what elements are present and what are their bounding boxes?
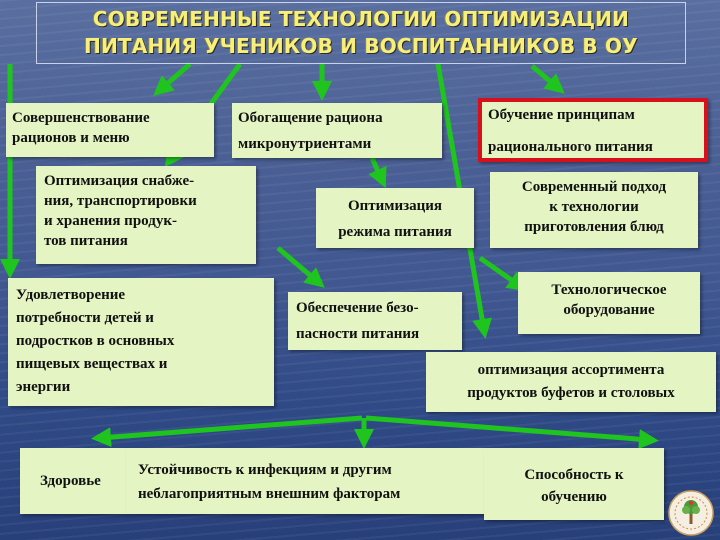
box-modern-line-2: к технологии — [549, 199, 639, 215]
box-modern-approach: Современный подход к технологии приготов… — [490, 172, 698, 248]
box-resistance-line-2: неблагоприятным внешним факторам — [138, 486, 401, 502]
arrow-title-to-menu — [153, 62, 192, 96]
box-needs-line-2: потребности детей и — [16, 310, 154, 326]
box-infection-resistance: Устойчивость к инфекциям и другим неблаг… — [126, 448, 484, 514]
box-assortment-line-1: оптимизация ассортимента — [477, 362, 665, 378]
school-logo-icon — [668, 490, 714, 536]
box-menu-improvement: Совершенствование рационов и меню — [6, 103, 214, 157]
box-health: Здоровье — [20, 448, 126, 514]
box-needs-line-5: энергии — [16, 379, 71, 395]
page-title: СОВРЕМЕННЫЕ ТЕХНОЛОГИИ ОПТИМИЗАЦИИ ПИТАН… — [36, 2, 686, 64]
box-needs-satisfaction: Удовлетворение потребности детей и подро… — [8, 278, 274, 406]
box-supply-line-4: тов питания — [44, 233, 128, 249]
box-learning-line-1: Способность к — [524, 467, 624, 483]
arrow-supply-to-safety — [276, 246, 325, 288]
box-principles-line-2: рационального питания — [488, 139, 653, 155]
arrow-bottom-right — [365, 415, 659, 450]
title-line-2: ПИТАНИЯ УЧЕНИКОВ И ВОСПИТАННИКОВ В ОУ — [84, 34, 638, 58]
box-principles-line-1: Обучение принципам — [488, 107, 635, 123]
box-regime-line-1: Оптимизация — [347, 198, 443, 214]
box-food-safety: Обеспечение безо- пасности питания — [288, 292, 462, 350]
box-menu-line-2: рационов и меню — [12, 130, 130, 146]
box-supply-line-3: и хранения продук- — [44, 213, 177, 229]
box-needs-line-4: пищевых веществах и — [16, 356, 168, 372]
box-micro-line-2: микронутриентами — [238, 136, 372, 152]
arrow-micro-to-regime — [368, 156, 387, 189]
box-modern-line-1: Современный подход — [521, 179, 667, 195]
box-supply-optimization: Оптимизация снабже- ния, транспортировки… — [36, 166, 256, 264]
box-supply-line-1: Оптимизация снабже- — [44, 173, 195, 189]
box-safety-line-2: пасности питания — [296, 326, 420, 342]
box-safety-line-1: Обеспечение безо- — [296, 300, 419, 316]
arrow-bottom-left — [91, 415, 363, 448]
box-health-text: Здоровье — [40, 473, 101, 489]
arrow-title-to-principles — [530, 64, 565, 94]
box-supply-line-2: ния, транспортировки — [44, 193, 197, 209]
box-resistance-line-1: Устойчивость к инфекциям и другим — [138, 462, 392, 478]
box-equipment-line-1: Технологическое — [551, 282, 667, 298]
box-learning-line-2: обучению — [541, 489, 607, 505]
box-equipment-line-2: оборудование — [563, 302, 655, 318]
box-tech-equipment: Технологическое оборудование — [518, 272, 700, 334]
box-nutrition-principles: Обучение принципам рационального питания — [478, 98, 708, 162]
title-line-1: СОВРЕМЕННЫЕ ТЕХНОЛОГИИ ОПТИМИЗАЦИИ — [92, 7, 630, 31]
box-learning-ability: Способность к обучению — [484, 448, 664, 520]
box-assortment-line-2: продуктов буфетов и столовых — [467, 385, 675, 401]
box-needs-line-1: Удовлетворение — [16, 287, 126, 303]
arrow-regime-to-equipment — [478, 255, 528, 292]
box-menu-line-1: Совершенствование — [12, 110, 150, 126]
box-assortment: оптимизация ассортимента продуктов буфет… — [426, 352, 716, 412]
box-micronutrients: Обогащение рациона микронутриентами — [232, 103, 442, 158]
box-needs-line-3: подростков в основных — [16, 333, 175, 349]
box-regime-line-2: режима питания — [338, 224, 452, 240]
box-regime-optimization: Оптимизация режима питания — [316, 188, 474, 248]
box-micro-line-1: Обогащение рациона — [238, 110, 383, 126]
box-modern-line-3: приготовления блюд — [524, 219, 664, 235]
